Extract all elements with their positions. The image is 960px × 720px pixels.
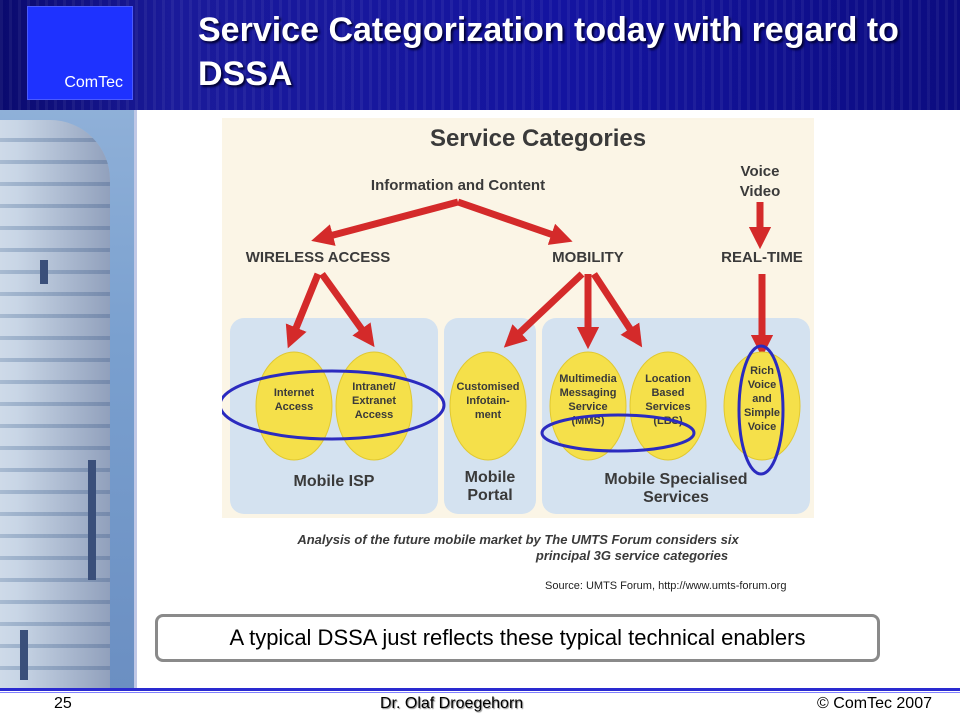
window-slot [20,630,28,680]
source-note: Source: UMTS Forum, http://www.umts-foru… [545,580,787,592]
window-slot [40,260,48,284]
group-label-mobile-specialised: Services [643,489,709,506]
group-label-mobile-specialised: Mobile Specialised [604,471,747,488]
service-text: ment [475,409,502,421]
slide-title: Service Categorization today with regard… [198,11,899,93]
service-text: Access [355,409,394,421]
highlight-mms-lbs [540,413,696,453]
service-text: Voice [748,421,777,433]
caption-background [222,518,814,566]
service-text: Messaging [560,387,617,399]
category-real-time: REAL-TIME [721,249,803,266]
service-text: Voice [748,379,777,391]
diagram-caption-line: Analysis of the future mobile market by … [296,532,739,547]
service-text: Based [651,387,684,399]
tower-shading [0,120,110,688]
window-slot [88,460,96,580]
left-divider [134,110,137,688]
service-text: Intranet/ [352,381,395,393]
service-oval-lbs [629,351,707,461]
service-text: Internet [274,387,315,399]
author-name: Dr. Olaf Droegehorn [380,695,524,712]
service-text: Multimedia [559,373,617,385]
video-label: Video [740,183,781,200]
arrow-mobility-to-lbs [591,272,643,348]
footer: 25 Dr. Olaf Droegehorn © ComTec 2007 [0,693,960,720]
footer-rule [0,688,960,691]
category-mobility: MOBILITY [552,249,624,266]
arrow-root-to-mobility [456,198,573,245]
comtec-logo: ComTec [27,6,133,100]
arrow-wireless-to-internet [285,272,322,349]
arrow-mobility-to-infotainment [503,271,585,348]
page-number: 25 [54,695,72,712]
group-label-mobile-portal: Portal [467,487,512,504]
highlight-wireless-access [222,369,446,441]
header-texture [0,0,960,110]
footer-rule-thin [0,692,960,693]
diagram-caption-line: principal 3G service categories [535,548,728,563]
service-text: Access [275,401,314,413]
highlight-voice [737,344,785,476]
service-text: and [752,393,772,405]
root-label: Information and Content [371,177,545,194]
copyright: © ComTec 2007 [817,695,932,712]
group-label-mobile-portal: Mobile [465,469,516,486]
tower-facade [0,120,110,688]
service-text: Rich [750,365,774,377]
group-label-mobile-isp: Mobile ISP [294,473,375,490]
arrow-wireless-to-intranet [319,271,375,348]
header-band: ComTec Service Categorization today with… [0,0,960,110]
arrow-root-to-wireless [311,198,459,246]
voice-label: Voice [741,163,780,180]
service-text: Infotain- [466,395,510,407]
service-text: Service [568,401,607,413]
diagram-heading: Service Categories [430,125,646,152]
callout-text: A typical DSSA just reflects these typic… [229,625,806,650]
logo-text: ComTec [64,74,123,91]
service-text: Location [645,373,691,385]
service-text: Services [645,401,690,413]
service-oval-infotainment [449,351,527,461]
dssa-callout: A typical DSSA just reflects these typic… [155,614,880,662]
service-categories-diagram: Service Categories Information and Conte… [222,118,814,566]
service-text: Simple [744,407,780,419]
category-wireless-access: WIRELESS ACCESS [246,249,390,266]
service-text: Customised [457,381,520,393]
service-text: Extranet [352,395,396,407]
building-photo [0,110,135,688]
service-oval-mms [549,351,627,461]
